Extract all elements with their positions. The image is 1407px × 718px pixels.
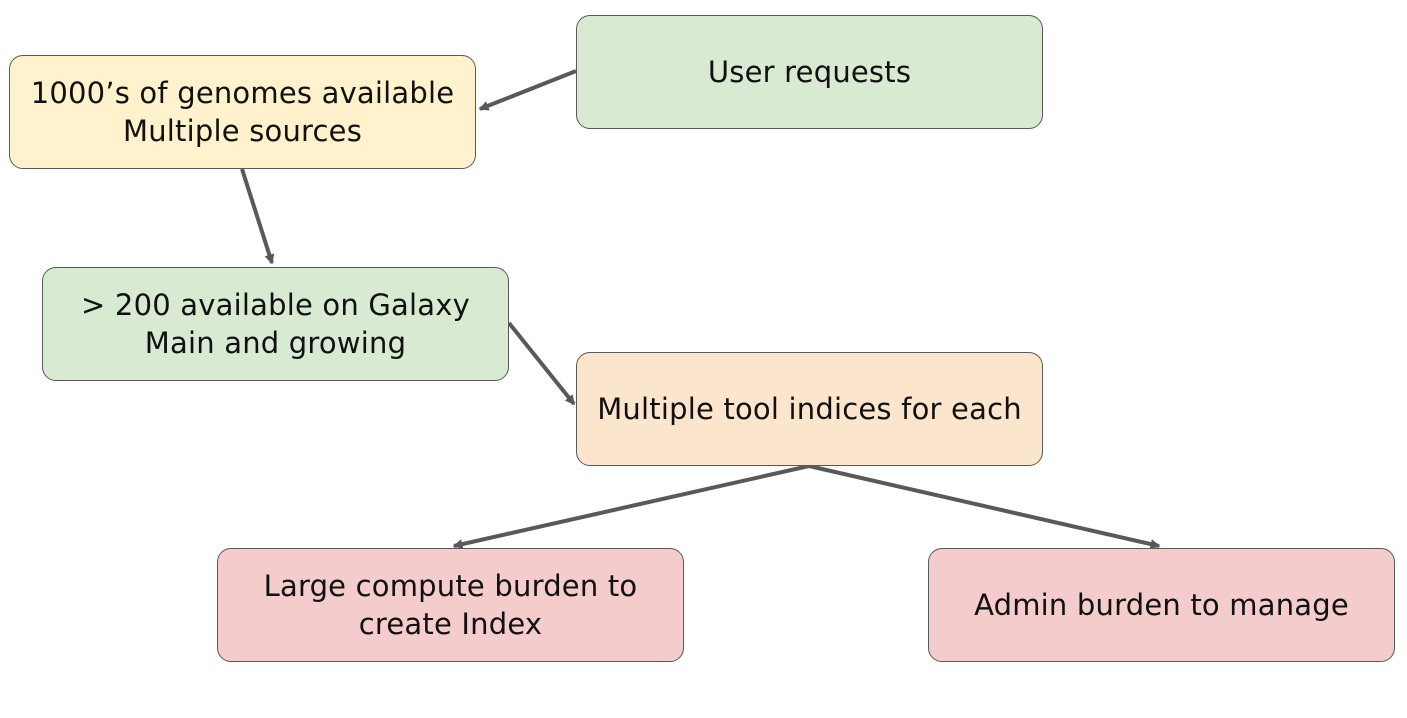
node-compute-line2: create Index [358,607,543,641]
edge-indices-to-admin [808,464,1161,549]
edge-galaxy-to-indices [507,321,576,406]
node-requests-label: User requests [707,55,912,89]
node-admin-label: Admin burden to manage [974,588,1349,622]
edge-genomes-to-galaxy [240,168,275,265]
edge-indices-to-compute [452,464,810,550]
node-galaxy-main: > 200 available on Galaxy Main and growi… [42,267,509,381]
node-admin-burden: Admin burden to manage [928,548,1395,662]
node-compute-burden: Large compute burden to create Index [217,548,684,662]
node-galaxy-line1: > 200 available on Galaxy [81,288,470,322]
edge-requests-to-genomes [478,69,577,111]
node-genomes-line2: Multiple sources [122,114,363,148]
node-genomes-available: 1000’s of genomes available Multiple sou… [9,55,476,169]
node-tool-indices: Multiple tool indices for each [576,352,1043,466]
node-user-requests: User requests [576,15,1043,129]
node-indices-label: Multiple tool indices for each [597,392,1022,426]
node-galaxy-line2: Main and growing [144,326,407,360]
node-genomes-line1: 1000’s of genomes available [30,76,455,110]
node-compute-line1: Large compute burden to [263,569,638,603]
